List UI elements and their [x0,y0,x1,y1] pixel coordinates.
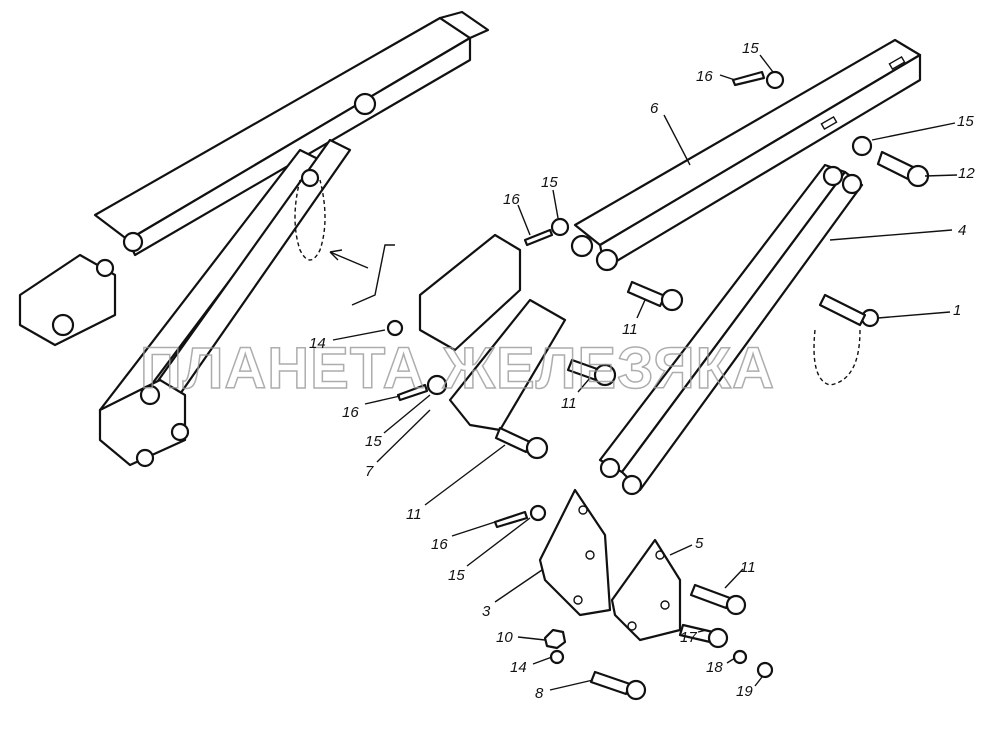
callout-label: 15 [448,567,465,584]
callout-label: 12 [958,165,975,182]
callout-label: 8 [535,685,544,702]
beam-4 [598,163,864,496]
callout-label: 7 [365,463,374,480]
bracket-7 [418,233,567,432]
callout-label: 11 [740,559,756,576]
callout-label: 11 [406,506,422,523]
callout-labels: 15 16 6 15 12 16 15 4 11 1 14 11 16 15 7… [309,40,975,702]
pin-1 [813,293,880,386]
beam-6 [570,38,922,272]
plate-5 [610,538,682,642]
plate-3 [538,488,612,617]
callout-label: 19 [736,683,753,700]
callout-label: 15 [957,113,974,130]
callout-label: 4 [958,222,966,239]
callout-label: 1 [953,302,961,319]
callout-label: 16 [696,68,713,85]
callout-label: 16 [342,404,359,421]
assembled-frame [18,10,490,468]
callout-label: 15 [365,433,382,450]
callout-label: 10 [496,629,513,646]
callout-label: 6 [650,100,659,117]
callout-label: 3 [482,603,491,620]
callout-label: 14 [309,335,326,352]
callout-label: 18 [706,659,723,676]
callout-label: 14 [510,659,527,676]
callout-label: 15 [742,40,759,57]
callout-label: 15 [541,174,558,191]
callout-label: 16 [431,536,448,553]
watermark: ПЛАНЕТА ЖЕЛЕЗЯКА [140,336,775,401]
callout-label: 16 [503,191,520,208]
fasteners [386,70,930,701]
callout-label: 11 [561,395,577,412]
leader-lines [332,54,958,691]
callout-label: 5 [695,535,704,552]
callout-label: 11 [622,321,638,338]
callout-label: 17 [680,629,697,646]
